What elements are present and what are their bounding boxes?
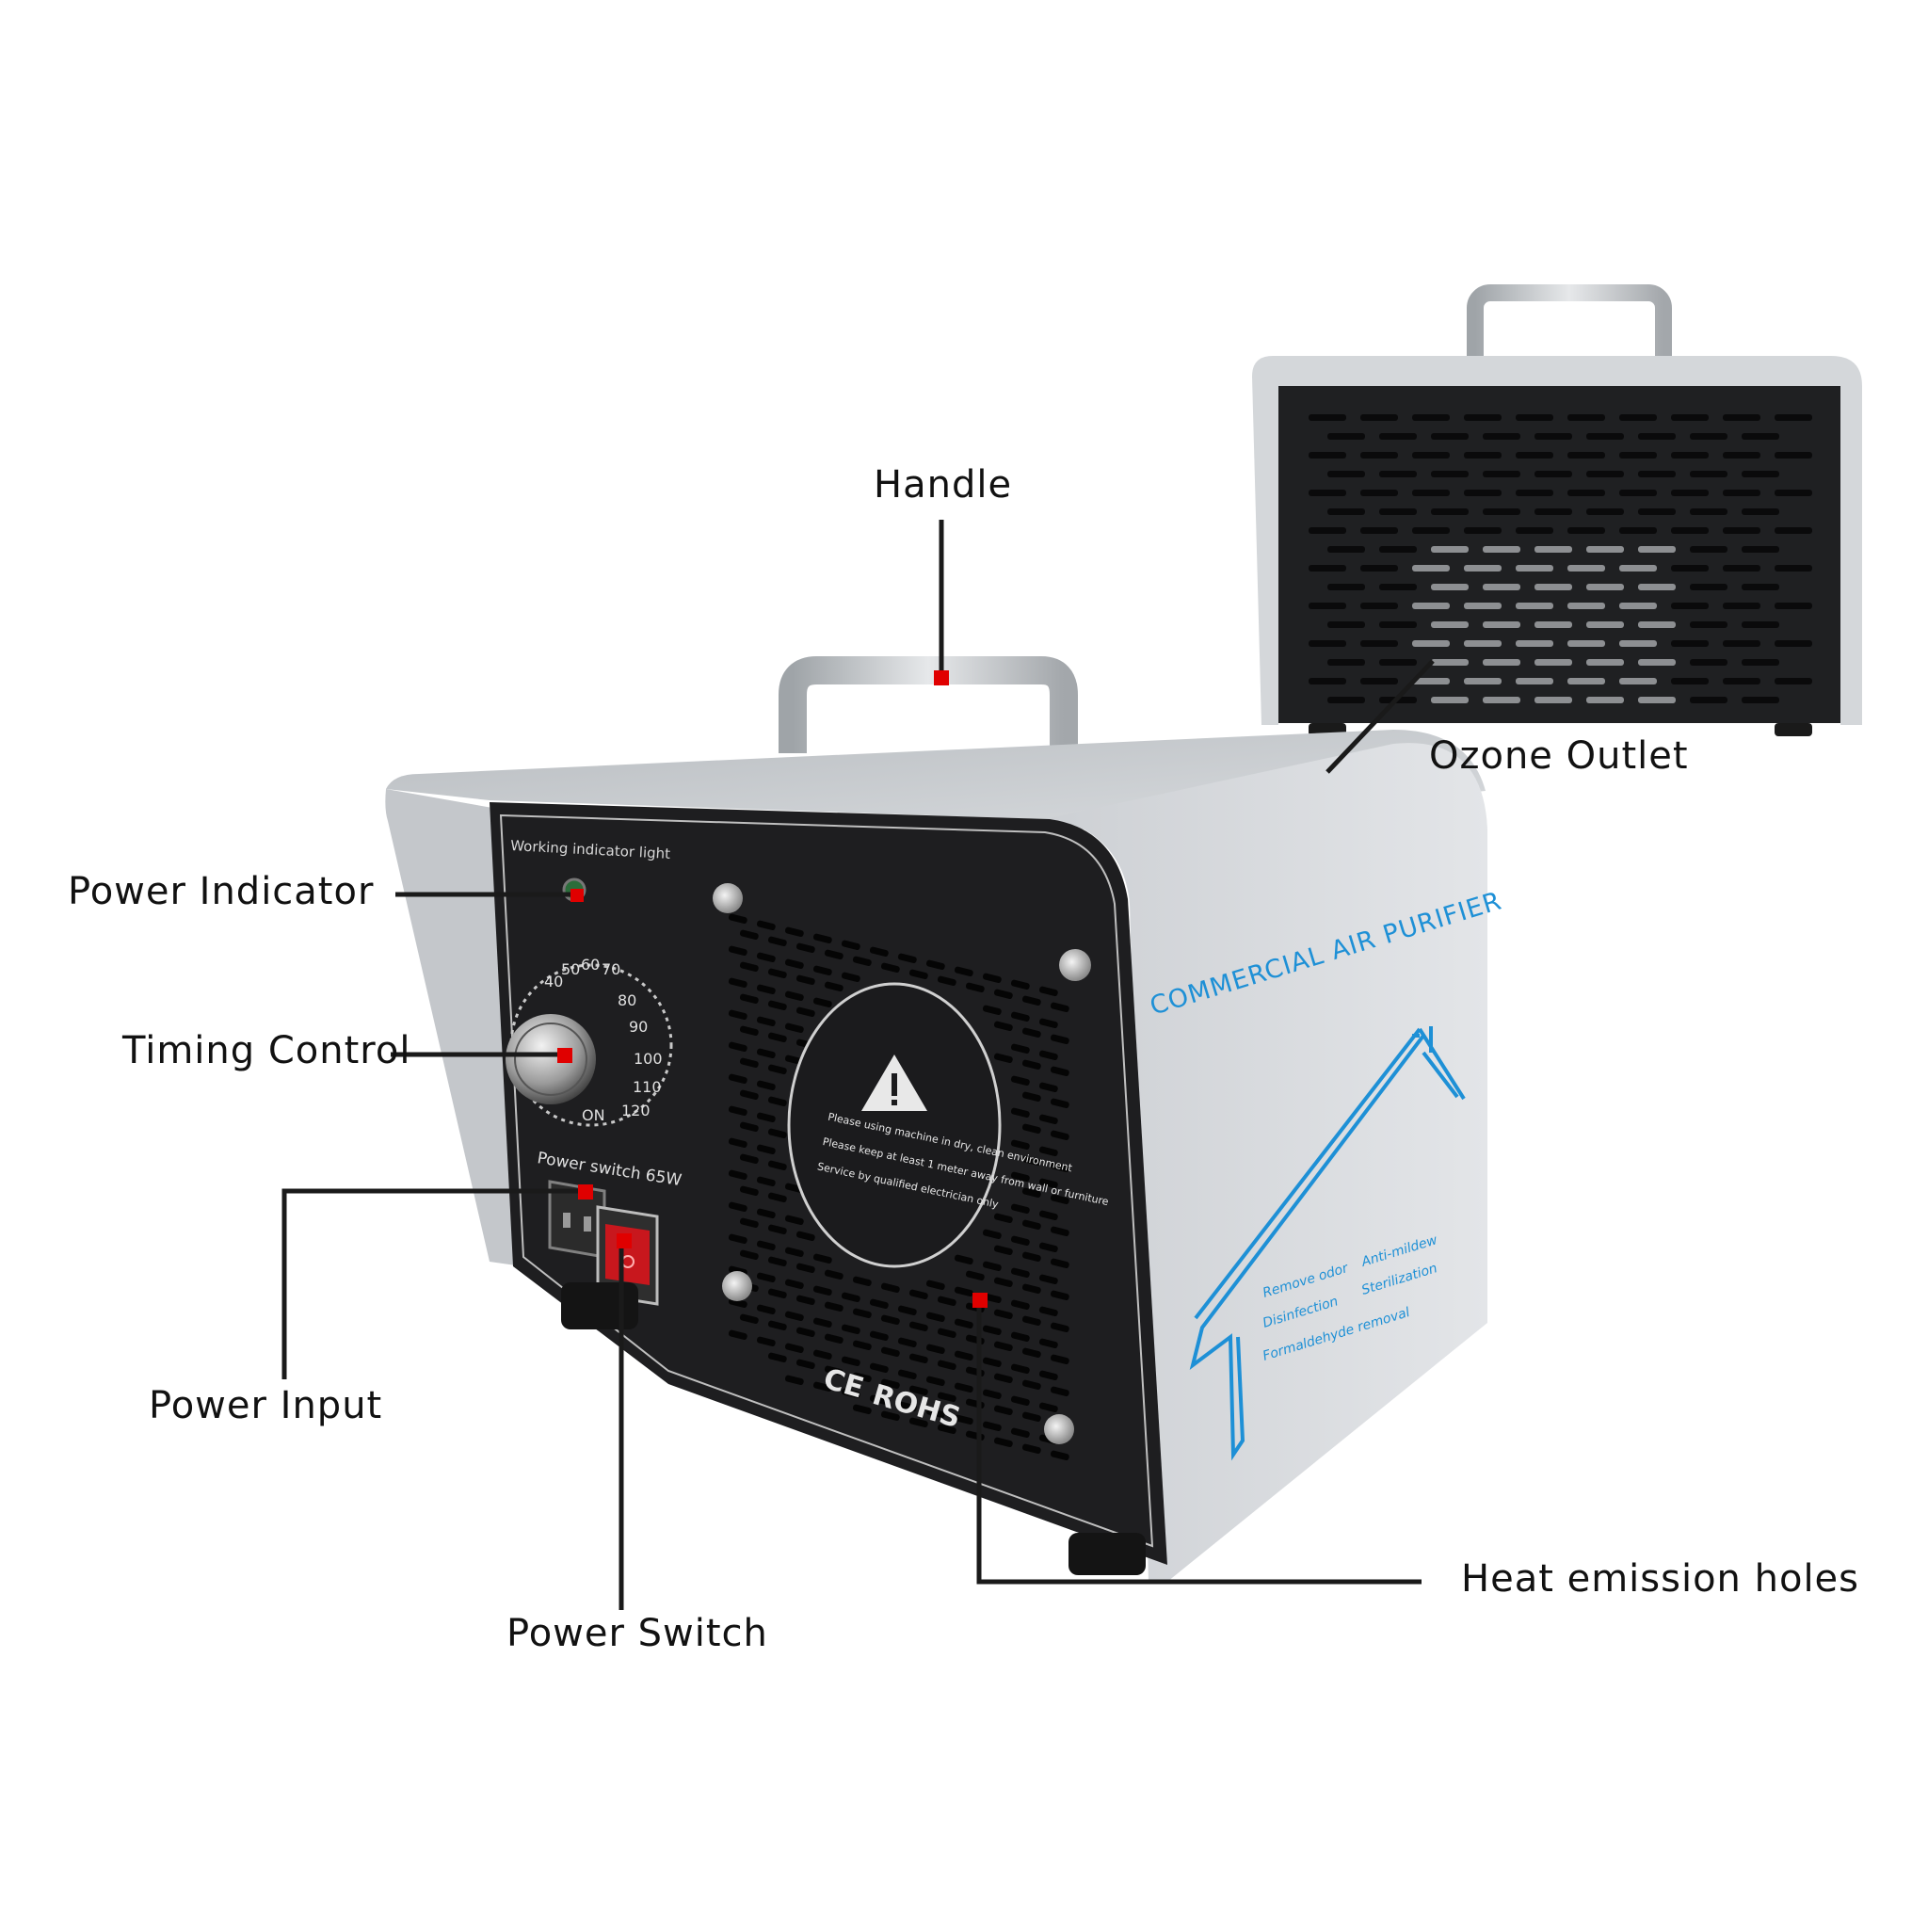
dial-tick-50: 50 bbox=[561, 960, 580, 978]
marker-timing-control bbox=[557, 1048, 572, 1063]
house-outline-graphic bbox=[1189, 1027, 1466, 1461]
main-device-image: Please using machine in dry, clean envir… bbox=[385, 656, 1505, 1582]
callout-power-switch: Power Switch bbox=[506, 1612, 768, 1655]
dial-tick-110: 110 bbox=[633, 1078, 662, 1096]
foot-front-left bbox=[561, 1282, 638, 1329]
warning-label bbox=[787, 982, 1002, 1268]
dial-tick-90: 90 bbox=[629, 1018, 648, 1036]
marker-dots bbox=[557, 670, 988, 1308]
callout-heat-emission-holes: Heat emission holes bbox=[1461, 1557, 1860, 1601]
main-handle bbox=[779, 656, 1078, 800]
marker-handle bbox=[934, 670, 949, 685]
dial-ring bbox=[509, 963, 673, 1127]
callout-power-indicator: Power Indicator bbox=[68, 870, 375, 913]
rear-panel bbox=[1278, 386, 1840, 723]
ozone-outlet-leader bbox=[1326, 659, 1435, 774]
front-panel-border bbox=[499, 813, 1154, 1548]
marker-heat-holes bbox=[972, 1293, 988, 1308]
timer-knob[interactable] bbox=[506, 1014, 596, 1104]
screw-icon bbox=[1044, 1414, 1074, 1444]
rear-vent-slots bbox=[1309, 414, 1812, 703]
power-input-leader bbox=[281, 1188, 586, 1379]
dial-tick-70: 70 bbox=[602, 960, 620, 978]
heat-holes-leader bbox=[976, 1299, 1422, 1585]
screw-icon bbox=[713, 883, 743, 913]
power-switch-rocker[interactable] bbox=[605, 1224, 650, 1285]
left-shroud bbox=[385, 789, 522, 1266]
marker-power-input bbox=[578, 1184, 593, 1199]
marker-power-switch bbox=[617, 1233, 632, 1248]
screw-icon bbox=[722, 1271, 752, 1301]
dial-tick-100: 100 bbox=[634, 1050, 663, 1068]
callout-handle: Handle bbox=[874, 463, 1013, 507]
dial-tick-80: 80 bbox=[618, 991, 636, 1009]
dial-tick-120: 120 bbox=[621, 1102, 651, 1119]
dial-tick-60: 60 bbox=[581, 956, 600, 974]
screw-icon bbox=[1059, 949, 1091, 981]
foot-front-right bbox=[1068, 1533, 1146, 1575]
leader-lines bbox=[281, 520, 1435, 1610]
dial-on-label: ON bbox=[582, 1106, 605, 1124]
rear-view-image bbox=[1252, 284, 1862, 736]
callout-timing-control: Timing Control bbox=[122, 1029, 411, 1072]
dial-tick-40: 40 bbox=[544, 973, 563, 990]
rear-foot-right bbox=[1775, 723, 1812, 736]
callout-ozone-outlet: Ozone Outlet bbox=[1429, 734, 1689, 778]
marker-power-indicator bbox=[570, 889, 584, 902]
callout-power-input: Power Input bbox=[149, 1384, 383, 1427]
